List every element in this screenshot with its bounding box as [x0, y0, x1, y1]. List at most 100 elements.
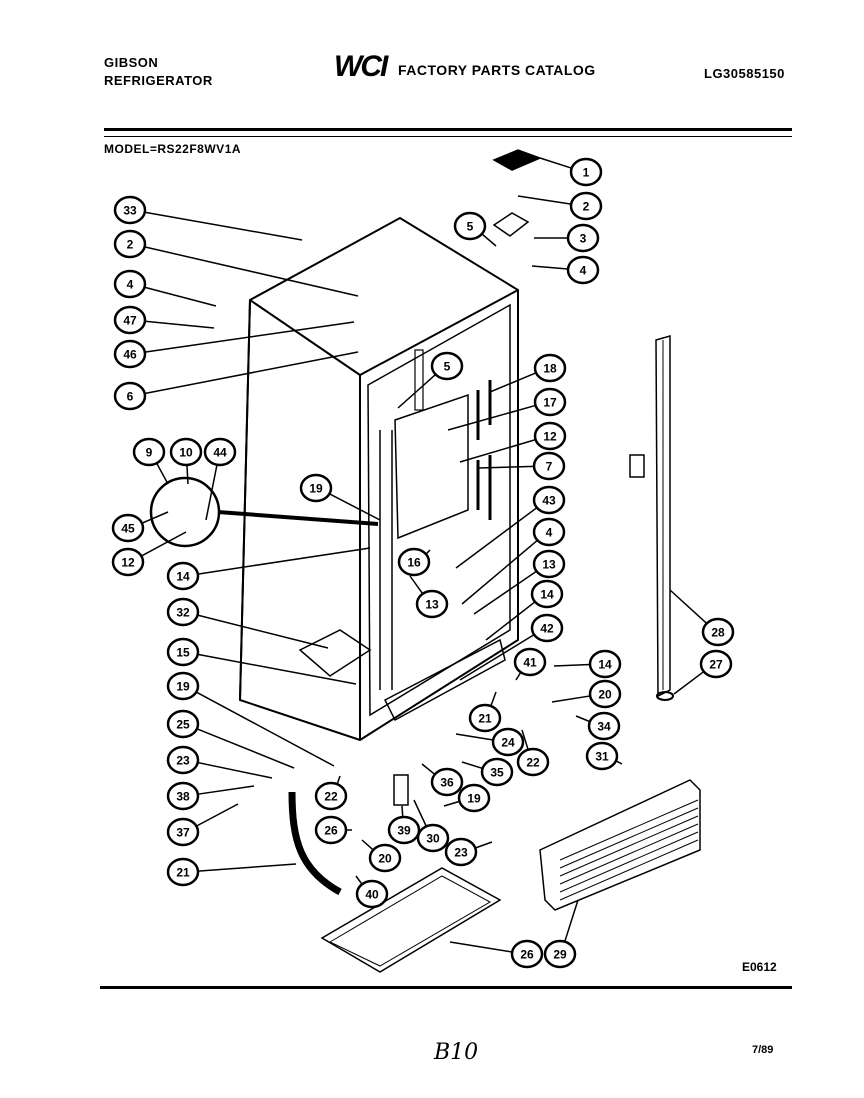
- model-number: MODEL=RS22F8WV1A: [104, 142, 242, 156]
- header-rule-thick: [104, 128, 792, 131]
- callout-number: 26: [520, 948, 534, 962]
- callout-leader: [413, 799, 427, 827]
- figure-code: E0612: [742, 960, 777, 974]
- callout-14: 14: [553, 649, 622, 679]
- callout-circle: [533, 353, 567, 383]
- callout-circle: [397, 547, 431, 577]
- footer-rule: [100, 986, 792, 989]
- callout-circle: [468, 703, 502, 733]
- callout-circle: [532, 451, 566, 481]
- callout-number: 4: [546, 526, 553, 540]
- callout-circle: [566, 223, 600, 253]
- callout-leader: [196, 803, 239, 827]
- callout-leader: [455, 733, 494, 741]
- callout-2: 2: [517, 191, 603, 221]
- callout-4: 4: [531, 255, 600, 285]
- callout-23: 23: [166, 745, 273, 779]
- callout-leader: [459, 634, 535, 681]
- callout-number: 26: [324, 824, 338, 838]
- callout-number: 4: [127, 278, 134, 292]
- callout-number: 39: [397, 824, 411, 838]
- callout-circle: [444, 837, 478, 867]
- callout-leader: [443, 800, 460, 807]
- callout-number: 33: [123, 204, 137, 218]
- callout-circle: [416, 823, 450, 853]
- callout-29: 29: [543, 899, 579, 969]
- callout-leader: [197, 547, 371, 575]
- callout-circle: [415, 589, 449, 619]
- callout-circle: [368, 843, 402, 873]
- callout-circle: [113, 269, 147, 299]
- callout-39: 39: [387, 805, 421, 845]
- callout-leader: [490, 691, 497, 707]
- callout-leader: [564, 899, 579, 942]
- callout-35: 35: [461, 757, 514, 787]
- callout-number: 13: [425, 598, 439, 612]
- callout-13: 13: [409, 575, 449, 619]
- callout-leader: [673, 670, 705, 695]
- callout-leader: [489, 372, 537, 393]
- callout-leader: [481, 233, 497, 247]
- callout-leader: [461, 761, 483, 770]
- callout-number: 6: [127, 390, 134, 404]
- callout-circle: [569, 191, 603, 221]
- callout-leader: [361, 839, 374, 851]
- callout-13: 13: [473, 549, 566, 615]
- callout-circle: [169, 437, 203, 467]
- callout-21: 21: [468, 691, 502, 733]
- callout-circle: [314, 781, 348, 811]
- callout-4: 4: [461, 517, 566, 605]
- callout-circle: [166, 597, 200, 627]
- callout-circle: [132, 437, 166, 467]
- callout-37: 37: [166, 803, 239, 847]
- callout-leader: [459, 438, 536, 463]
- callout-leader: [409, 575, 424, 595]
- callout-number: 15: [176, 646, 190, 660]
- callout-circle: [566, 255, 600, 285]
- callout-leader: [449, 941, 513, 953]
- callout-leader: [455, 507, 538, 569]
- callout-number: 43: [542, 494, 556, 508]
- callout-25: 25: [166, 709, 295, 769]
- callout-22: 22: [314, 775, 348, 811]
- callout-number: 44: [213, 446, 227, 460]
- callout-circle: [430, 767, 464, 797]
- callout-2: 2: [113, 229, 359, 297]
- callout-circle: [166, 637, 200, 667]
- callout-number: 27: [709, 658, 723, 672]
- callout-circle: [510, 939, 544, 969]
- callout-circle: [491, 727, 525, 757]
- callout-leader: [517, 195, 572, 205]
- cabinet-bottom-panel: [383, 638, 506, 722]
- callout-27: 27: [673, 649, 733, 695]
- callout-number: 46: [123, 348, 137, 362]
- callout-number: 12: [543, 430, 557, 444]
- callout-leader: [196, 728, 295, 769]
- callout-45: 45: [111, 511, 169, 543]
- callout-number: 36: [440, 776, 454, 790]
- callout-leader: [197, 863, 297, 872]
- callout-number: 42: [540, 622, 554, 636]
- callout-43: 43: [455, 485, 566, 569]
- callout-leader: [205, 464, 218, 521]
- callout-leader: [197, 614, 329, 649]
- callout-leader: [144, 320, 215, 329]
- callout-circle: [530, 579, 564, 609]
- callout-leader: [197, 761, 273, 779]
- callout-number: 40: [365, 888, 379, 902]
- callout-number: 24: [501, 736, 515, 750]
- callout-leader: [144, 286, 217, 307]
- callout-17: 17: [447, 387, 567, 431]
- callout-number: 35: [490, 766, 504, 780]
- catalog-date: 7/89: [752, 1044, 774, 1056]
- callout-number: 12: [121, 556, 135, 570]
- callout-leader: [475, 841, 493, 849]
- callout-20: 20: [361, 839, 402, 873]
- callout-number: 21: [478, 712, 492, 726]
- callout-number: 5: [444, 360, 451, 374]
- header-rule-thin: [104, 136, 792, 137]
- callout-4: 4: [113, 269, 217, 307]
- callout-38: 38: [166, 781, 255, 811]
- callout-19: 19: [166, 671, 335, 767]
